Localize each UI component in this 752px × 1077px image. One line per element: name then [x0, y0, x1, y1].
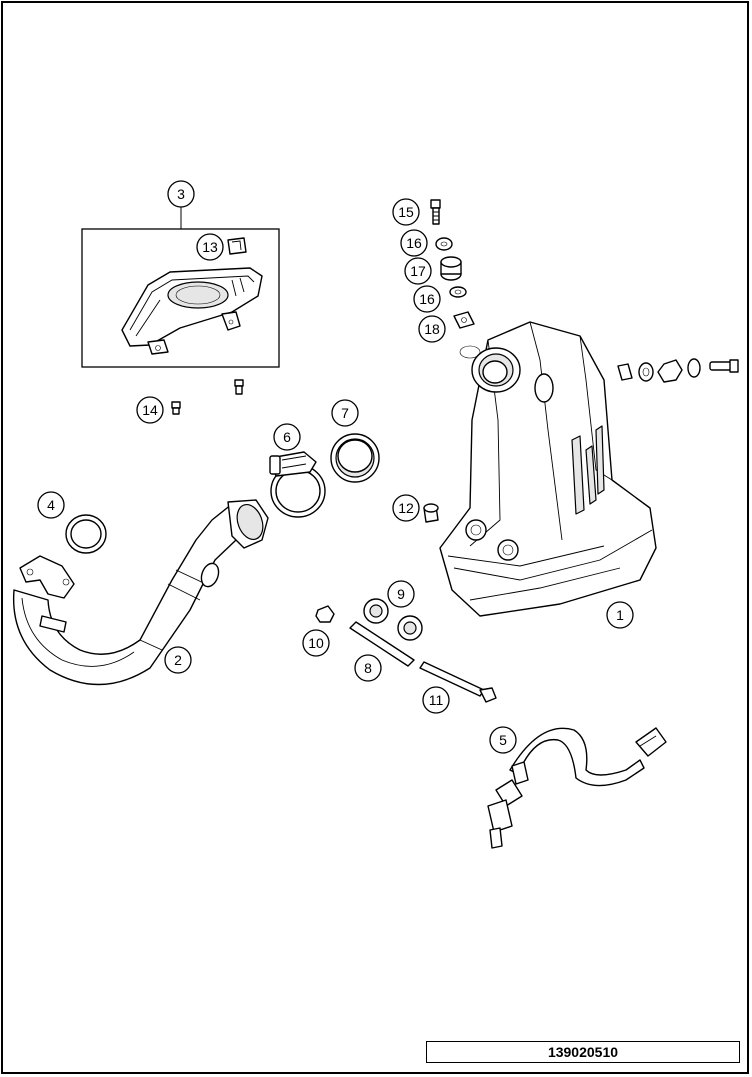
callout-8: 8 — [354, 654, 382, 682]
callout-2-label: 2 — [174, 652, 182, 668]
header-pipe — [12, 499, 269, 686]
callout-12: 12 — [392, 494, 420, 522]
mounting-hardware — [617, 358, 739, 383]
oxygen-sensor — [487, 727, 667, 849]
spacer-tube — [349, 621, 415, 667]
callout-10-label: 10 — [308, 635, 324, 651]
callout-11-label: 11 — [429, 692, 444, 708]
callout-16-label: 16 — [406, 235, 422, 251]
callout-4-label: 4 — [47, 497, 55, 513]
spring-clip — [453, 311, 475, 329]
callout-13-label: 13 — [202, 239, 218, 255]
callout-13: 13 — [196, 233, 224, 261]
rubber-grommet — [440, 256, 462, 281]
callout-6-label: 6 — [283, 429, 291, 445]
callout-18-label: 18 — [424, 321, 440, 337]
callout-3: 3 — [167, 180, 195, 208]
rubber-bushing — [363, 598, 423, 641]
callout-17: 17 — [404, 257, 432, 285]
callout-7-label: 7 — [341, 405, 349, 421]
sleeve — [330, 433, 380, 483]
callout-5-label: 5 — [499, 732, 507, 748]
callout-7: 7 — [331, 399, 359, 427]
callout-17-label: 17 — [410, 263, 426, 279]
hose-clamp — [269, 451, 326, 518]
callout-16b: 16 — [413, 285, 441, 313]
washer — [435, 237, 453, 251]
callout-18: 18 — [418, 315, 446, 343]
callout-16b-label: 16 — [419, 291, 435, 307]
callout-10: 10 — [302, 629, 330, 657]
silencer — [439, 321, 657, 617]
callout-16: 16 — [400, 229, 428, 257]
screw — [171, 379, 244, 415]
document-number: 139020510 — [426, 1041, 740, 1063]
bolt — [430, 199, 441, 225]
callout-14-label: 14 — [142, 402, 158, 418]
callouts: 1 2 3 4 5 6 7 8 9 10 11 12 13 14 15 16 1… — [37, 180, 634, 754]
callout-3-label: 3 — [177, 186, 185, 202]
callout-12-label: 12 — [398, 500, 414, 516]
callout-9: 9 — [387, 580, 415, 608]
callout-14: 14 — [136, 396, 164, 424]
callout-4: 4 — [37, 491, 65, 519]
callout-11: 11 — [422, 686, 450, 714]
washer-2 — [449, 286, 467, 298]
callout-5: 5 — [489, 726, 517, 754]
callout-9-label: 9 — [397, 586, 405, 602]
gasket-ring — [65, 514, 107, 554]
clip — [227, 237, 247, 255]
callout-2: 2 — [164, 646, 192, 674]
callout-6: 6 — [273, 423, 301, 451]
heat-shield-assembly — [81, 206, 280, 368]
callout-15-label: 15 — [398, 204, 414, 220]
rubber-plug — [423, 503, 439, 523]
callout-8-label: 8 — [364, 660, 372, 676]
callout-1-label: 1 — [616, 607, 624, 623]
long-bolt — [419, 661, 497, 703]
callout-1: 1 — [606, 601, 634, 629]
nut — [315, 605, 335, 623]
callout-15: 15 — [392, 198, 420, 226]
